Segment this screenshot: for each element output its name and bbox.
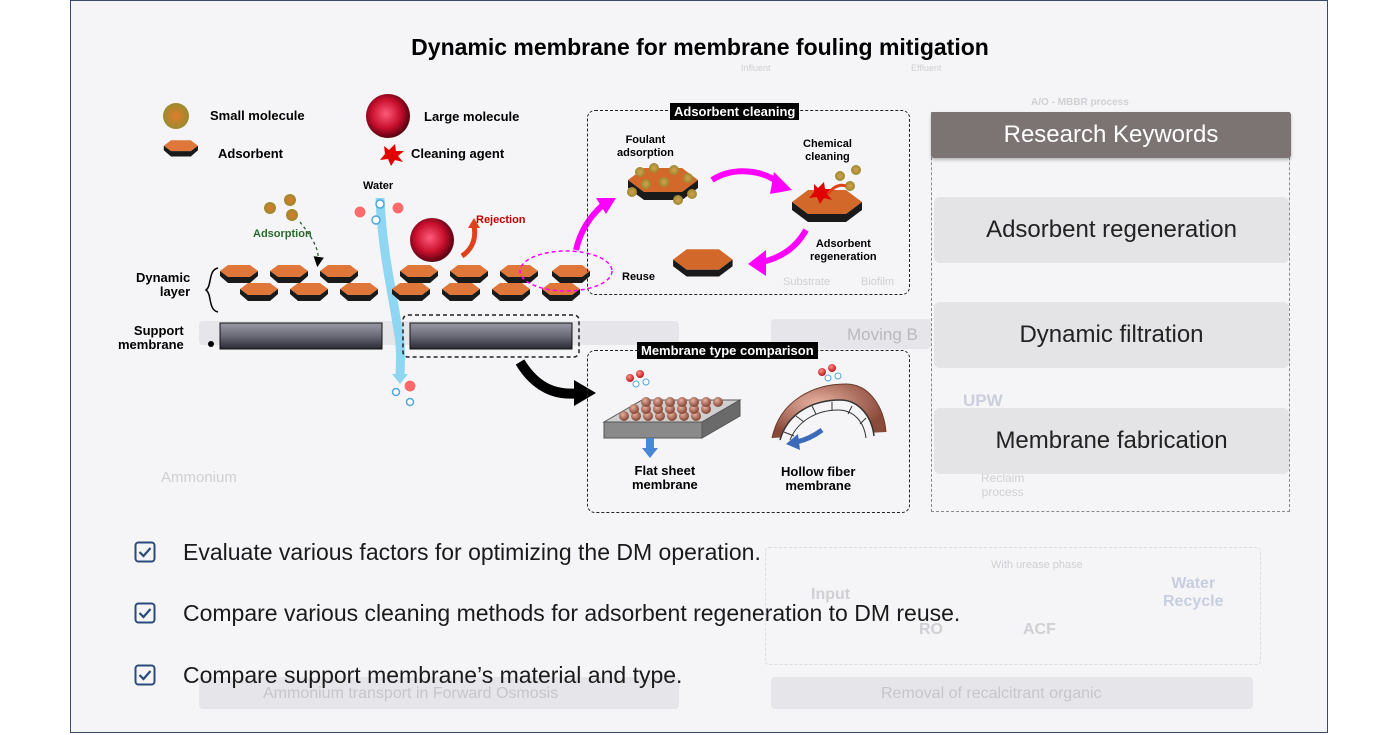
dynamic-layer (220, 265, 590, 301)
adsorbent-cleaning-title: Adsorbent cleaning (670, 103, 800, 120)
legend-adsorbent: Adsorbent (218, 146, 283, 161)
checklist-text: Compare various cleaning methods for ads… (183, 599, 961, 626)
water-stream (375, 197, 405, 379)
keyword-dynamic-filtration: Dynamic filtration (934, 302, 1289, 368)
keyword-adsorbent-regeneration: Adsorbent regeneration (934, 197, 1289, 263)
label-adsorption: Adsorption (253, 228, 312, 240)
rejected-large-molecule (410, 218, 454, 262)
label-chemical-cleaning: Chemical cleaning (803, 138, 852, 163)
bg-water-recycle: Water Recycle (1163, 575, 1224, 610)
label-dynamic-layer: Dynamic layer (136, 270, 191, 299)
bg-substrate: Substrate (783, 276, 831, 288)
label-water: Water (363, 180, 394, 192)
bg-ro: RO (919, 621, 943, 638)
support-membrane-left (219, 322, 383, 350)
bg-dashed-box (765, 547, 1261, 665)
label-flat-sheet: Flat sheet membrane (632, 463, 698, 492)
adsorbent-icon (163, 140, 198, 157)
checkbox-icon (134, 664, 156, 686)
membrane-comparison-title: Membrane type comparison (637, 342, 818, 359)
bg-ammonium-transport: Ammonium transport in Forward Osmosis (263, 685, 559, 702)
checkbox-icon (134, 541, 156, 563)
label-hollow-fiber: Hollow fiber membrane (781, 464, 856, 493)
keywords-header: Research Keywords (931, 112, 1291, 158)
large-molecule-icon (366, 94, 410, 138)
bg-acf: ACF (1023, 621, 1056, 638)
checklist-item: Compare various cleaning methods for ads… (134, 598, 960, 628)
label-support-membrane: Support membrane (118, 323, 184, 352)
bg-box (199, 677, 679, 709)
label-rejection: Rejection (476, 214, 526, 226)
bg-urease: With urease phase (991, 559, 1083, 571)
bg-ammonium: Ammonium (161, 469, 237, 486)
small-molecule-icon (163, 103, 189, 129)
bg-influent: Influent (741, 63, 771, 73)
page-title: Dynamic membrane for membrane fouling mi… (411, 34, 989, 60)
checklist-text: Evaluate various factors for optimizing … (183, 538, 761, 565)
legend-large-molecule: Large molecule (424, 109, 520, 124)
keyword-membrane-fabrication: Membrane fabrication (934, 408, 1289, 474)
checklist-item: Compare support membrane’s material and … (134, 660, 682, 690)
checklist-text: Compare support membrane’s material and … (183, 661, 683, 688)
label-adsorbent-regeneration: Adsorbent regeneration (810, 238, 877, 263)
bg-effluent: Effluent (911, 63, 942, 73)
bg-ao-mbbr: A/O - MBBR process (1031, 97, 1129, 108)
checklist-item: Evaluate various factors for optimizing … (134, 537, 761, 567)
bg-upw: UPW (963, 391, 1003, 410)
label-reuse: Reuse (622, 271, 656, 283)
support-membrane-right (409, 322, 573, 350)
membrane-comparison-graphics (602, 364, 887, 458)
bg-removal: Removal of recalcitrant organic (881, 685, 1102, 702)
label-foulant-adsorption: Foulant adsorption (617, 134, 674, 159)
legend-cleaning-agent: Cleaning agent (411, 146, 505, 161)
highlight-ellipse (519, 250, 613, 292)
bg-input: Input (811, 586, 851, 603)
legend-small-molecule: Small molecule (210, 108, 305, 123)
bg-box (771, 677, 1253, 709)
cleaning-agent-icon (380, 144, 404, 166)
bg-moving-b: Moving B (847, 325, 918, 344)
checkbox-icon (134, 602, 156, 624)
bg-biofilm: Biofilm (861, 276, 895, 288)
adsorbent-cleaning-graphics (627, 163, 862, 277)
bg-reclaim: Reclaim process (981, 471, 1025, 499)
